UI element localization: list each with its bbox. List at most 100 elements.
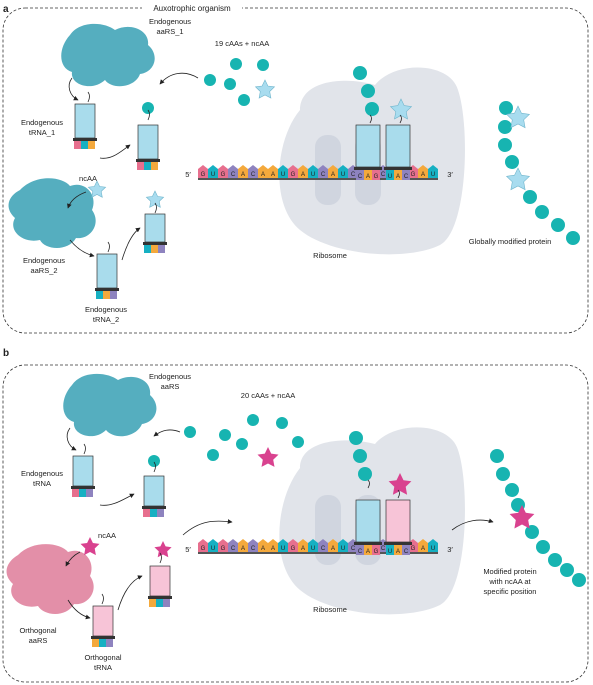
mrna-a-base-letter: A: [421, 172, 425, 178]
mrna-b-base-tile: [428, 539, 438, 552]
mrna-b-base-tile: [298, 539, 308, 552]
endogenous-trna1-charged: [136, 102, 160, 170]
mrna-a-base-tile: [428, 165, 438, 178]
mrna-a-base-tile: [268, 165, 278, 178]
mrna-a-base-letter: U: [431, 172, 435, 178]
arrow-aa-to-aars1: [159, 72, 199, 85]
mrna-b-base-tile: [208, 539, 218, 552]
endogenous-trna2-uncharged: [95, 241, 119, 299]
mrna-b-base-tile: [418, 539, 428, 552]
mrna-a-base-tile: [298, 165, 308, 178]
site2-a-anticodon-letter: U: [388, 174, 392, 180]
mrna-b-base-letter: C: [351, 546, 356, 552]
mrna-b-base-tile: [198, 539, 208, 552]
site2-b-anticodon-tile: [394, 545, 402, 555]
amino-acid-pool-b: [184, 414, 304, 461]
mrna-a-base-tile: [258, 165, 268, 178]
aars1-label-line2: aaRS_1: [156, 27, 183, 36]
trna2-label-line2: tRNA_2: [93, 315, 119, 324]
mrna-a-base-letter: U: [311, 172, 315, 178]
site1-b-anticodon-tile: [372, 545, 380, 555]
mrna-b-base-tile: [248, 539, 258, 552]
arrow-trna2-charge: [121, 227, 141, 261]
ribosome-label-b: Ribosome: [313, 605, 347, 614]
mrna-a-base-tile: [208, 165, 218, 178]
trna1-label-line1: Endogenous: [21, 118, 63, 127]
protein-ncaa-star-b: [509, 505, 535, 529]
site2-b-anticodon-letter: U: [388, 549, 392, 555]
protein-chain-a: [498, 101, 580, 245]
ncaa-star-b-free: [80, 537, 100, 556]
panel-a-label: a: [3, 4, 9, 15]
protein-label-a: Globally modified protein: [469, 237, 552, 246]
mrna-b-base-letter: A: [271, 546, 275, 552]
mrna-a-base-tile: [328, 165, 338, 178]
mrna-b-base-tile: [288, 539, 298, 552]
site1-b-anticodon-letter: C: [358, 549, 363, 555]
mrna-a-base-letter: U: [341, 172, 345, 178]
arrow-aars1-to-trna1: [68, 77, 79, 101]
mrna-b-base-letter: G: [411, 546, 416, 552]
ribosome-label-a: Ribosome: [313, 251, 347, 260]
five-prime-a: 5′: [185, 170, 191, 179]
mrna-b-base-letter: C: [251, 546, 256, 552]
mrna-b-base-tile: [258, 539, 268, 552]
mrna-b-base-letter: A: [331, 546, 335, 552]
protein-label-b-line1: Modified protein: [483, 567, 536, 576]
site1-b-anticodon-tile: [364, 545, 372, 555]
orthogonal-trna-uncharged: [91, 593, 115, 647]
site1-b-anticodon-letter: A: [366, 549, 370, 555]
mrna-b-base-letter: U: [211, 546, 215, 552]
mrna-a-base-letter: A: [331, 172, 335, 178]
mrna-a-base-letter: A: [261, 172, 265, 178]
mrna-a-base-letter: C: [321, 172, 326, 178]
mrna-a-base-letter: G: [201, 172, 206, 178]
arrow-orth-aars-to-trna: [67, 599, 91, 620]
aars-b-label-line1: Endogenous: [149, 372, 191, 381]
mrna-b-base-tile: [278, 539, 288, 552]
amino-acids-label-a: 19 cAAs + ncAA: [215, 39, 269, 48]
site2-a-anticodon-letter: C: [404, 174, 409, 180]
mrna-a-base-letter: G: [221, 172, 226, 178]
endogenous-trna1-uncharged: [73, 91, 97, 149]
amino-acids-label-b: 20 cAAs + ncAA: [241, 391, 295, 400]
mrna-b-base-letter: C: [321, 546, 326, 552]
panel-a: a Auxotrophic organism Ribosome Endogeno…: [2, 2, 589, 334]
ribosome-trna-site2-b: [384, 473, 412, 545]
arrow-ncaa-to-aars2: [67, 191, 87, 209]
mrna-a-base-tile: [418, 165, 428, 178]
trna2-label-line1: Endogenous: [85, 305, 127, 314]
ncaa-star-pool-a: [254, 79, 276, 99]
amino-acid-pool-a: [204, 58, 269, 106]
arrow-into-translation: [182, 519, 233, 536]
organism-label-bg-a: [142, 2, 242, 14]
endogenous-trna-b-uncharged: [71, 443, 95, 497]
mrna-a-base-letter: U: [211, 172, 215, 178]
mrna-a-base-letter: U: [281, 172, 285, 178]
site2-b-anticodon-tile: [402, 545, 410, 555]
ncaa-star-a-free: [87, 180, 107, 198]
orth-aars-label-line2: aaRS: [29, 636, 48, 645]
mrna-b-base-letter: A: [261, 546, 265, 552]
orth-aars-label-line1: Orthogonal: [19, 626, 56, 635]
mrna-a-base-tile: [228, 165, 238, 178]
mrna-b-base-letter: U: [281, 546, 285, 552]
mrna-b-base-tile: [318, 539, 328, 552]
ncaa-label-a: ncAA: [79, 174, 97, 183]
organism-boundary-b: [2, 364, 589, 683]
mrna-a-base-tile: [238, 165, 248, 178]
mrna-a-base-tile: [218, 165, 228, 178]
arrow-ncaa-to-orth-aars: [65, 551, 81, 567]
mrna-b-base-letter: G: [201, 546, 206, 552]
arrow-aa-to-aars-b: [153, 429, 181, 437]
site2-b-anticodon-letter: A: [396, 549, 400, 555]
trna-b-label-line2: tRNA: [33, 479, 51, 488]
three-prime-a: 3′: [447, 170, 453, 179]
aars2-label-line2: aaRS_2: [30, 266, 57, 275]
mrna-b-base-tile: [328, 539, 338, 552]
mrna-b-base-letter: U: [311, 546, 315, 552]
site1-a-anticodon-tile: [356, 170, 364, 180]
mrna-b-base-tile: [228, 539, 238, 552]
mrna-b-base-letter: U: [431, 546, 435, 552]
